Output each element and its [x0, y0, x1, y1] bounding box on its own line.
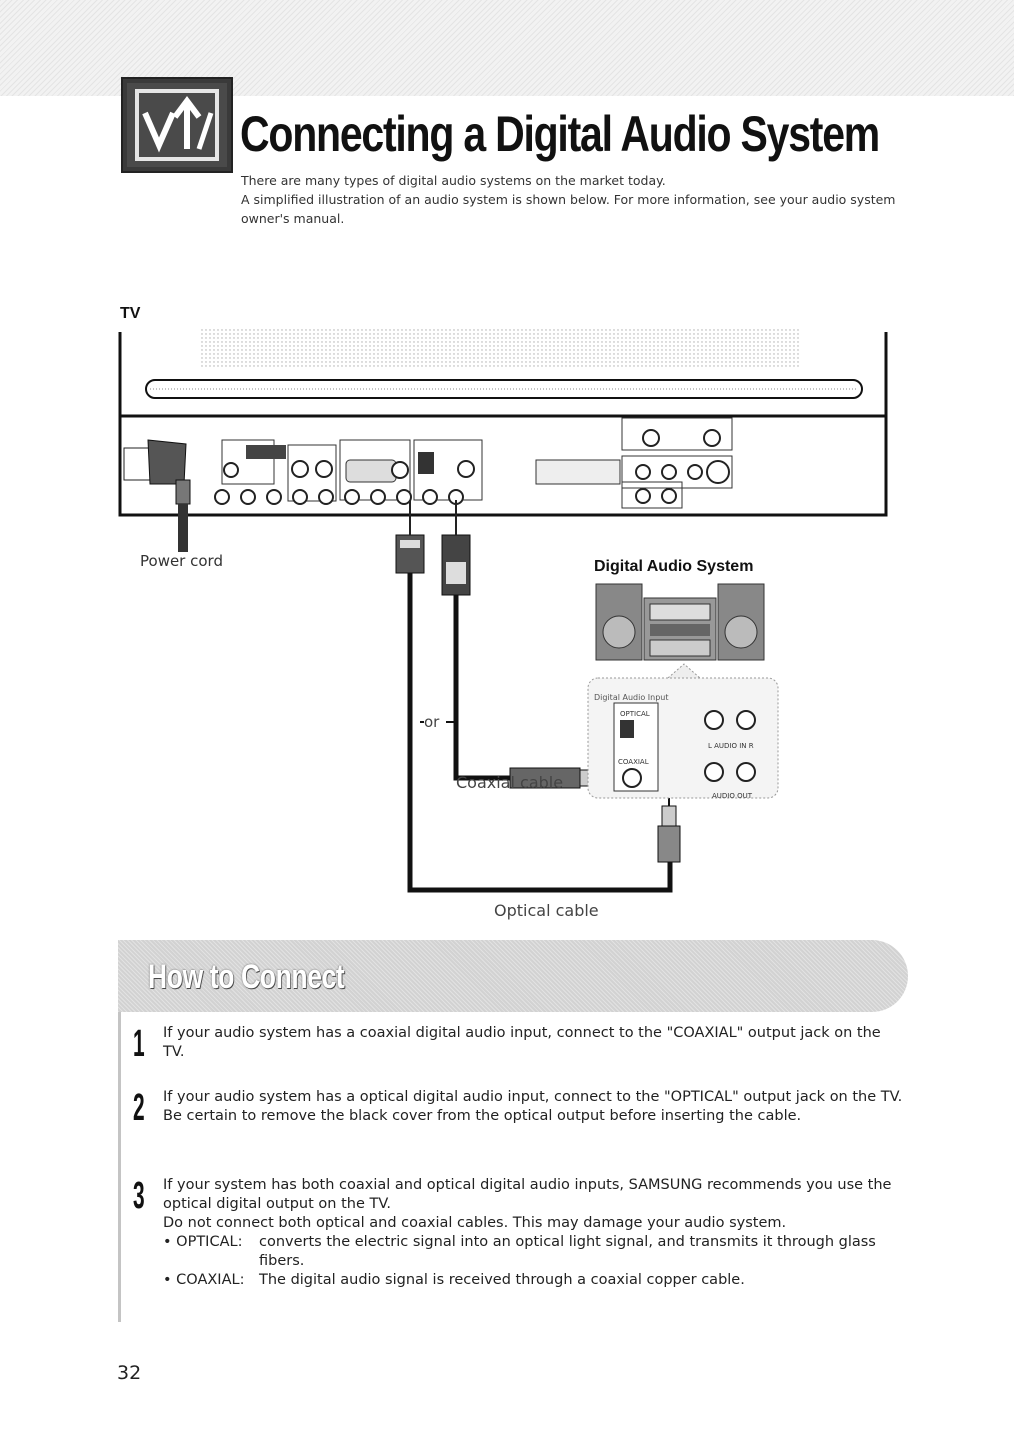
step-text: Be certain to remove the black cover fro… — [163, 1108, 802, 1124]
coaxial-and-optical-plugs — [395, 500, 471, 596]
step-number: 2 — [133, 1087, 145, 1129]
step-text: Do not connect both optical and coaxial … — [163, 1215, 787, 1231]
intro-text: There are many types of digital audio sy… — [241, 171, 901, 228]
bullet-label: • COAXIAL: — [163, 1272, 245, 1288]
step-3: 3 If your system has both coaxial and op… — [133, 1176, 903, 1290]
bullet-text: The digital audio signal is received thr… — [259, 1272, 745, 1288]
panel-coaxial: COAXIAL — [618, 758, 649, 766]
intro-line: There are many types of digital audio sy… — [241, 173, 666, 188]
connection-section-icon — [121, 77, 233, 173]
bullet-text: converts the electric signal into an opt… — [259, 1234, 876, 1269]
tv-label: TV — [120, 305, 141, 322]
audio-system-illustration — [595, 583, 765, 661]
page-number: 32 — [117, 1362, 142, 1384]
step-number: 3 — [133, 1175, 145, 1217]
connection-diagram: TV — [118, 305, 888, 920]
tv-illustration — [118, 328, 888, 517]
intro-line: A simplified illustration of an audio sy… — [241, 192, 896, 226]
step-text: If your system has both coaxial and opti… — [163, 1177, 892, 1212]
panel-audio-out: AUDIO OUT — [712, 792, 753, 800]
optical-cable-label: Optical cable — [494, 901, 599, 920]
tv-jack-panel — [214, 417, 733, 509]
list-item: • OPTICAL: converts the electric signal … — [163, 1233, 903, 1271]
cables — [407, 573, 673, 893]
audio-system-rear-panel — [587, 663, 779, 799]
page-title: Connecting a Digital Audio System — [240, 106, 880, 162]
power-cord-plug — [123, 439, 191, 552]
step-1: 1 If your audio system has a coaxial dig… — [133, 1023, 903, 1065]
coaxial-cable-label: Coaxial cable — [456, 773, 563, 792]
how-to-connect-title: How to Connect — [148, 958, 345, 996]
panel-audio-in: L AUDIO IN R — [708, 742, 754, 750]
how-to-connect-side-bar — [118, 1012, 121, 1322]
bullet-label: • OPTICAL: — [163, 1234, 243, 1250]
list-item: • COAXIAL: The digital audio signal is r… — [163, 1271, 903, 1290]
definition-list: • OPTICAL: converts the electric signal … — [163, 1233, 903, 1290]
panel-optical: OPTICAL — [620, 710, 650, 718]
step-2: 2 If your audio system has a optical dig… — [133, 1087, 903, 1129]
audio-system-label: Digital Audio System — [594, 558, 753, 575]
power-cord-label: Power cord — [140, 552, 223, 570]
step-text: If your audio system has a coaxial digit… — [163, 1025, 881, 1060]
step-number: 1 — [133, 1023, 145, 1065]
how-to-connect-banner — [118, 940, 908, 1012]
panel-digital-audio-input: Digital Audio Input — [594, 693, 668, 702]
or-label: or — [424, 713, 440, 731]
step-text: If your audio system has a optical digit… — [163, 1089, 903, 1105]
